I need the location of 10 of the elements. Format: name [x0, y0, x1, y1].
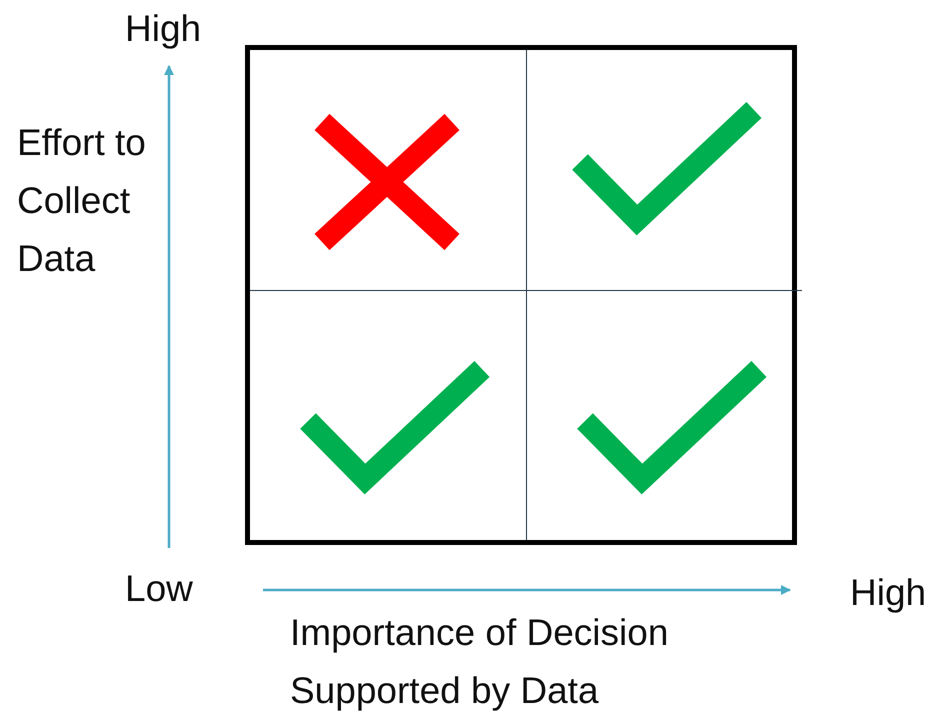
cross-icon: [312, 112, 462, 252]
axis-end-label: High: [125, 7, 202, 51]
x-axis-title: Importance of Decision Supported by Data: [290, 611, 670, 711]
axis-end-label: High: [850, 571, 926, 615]
matrix-cell: [526, 290, 802, 540]
y-axis-title: Effort to Collect Data: [17, 121, 147, 281]
axis-end-label: Low: [125, 567, 193, 611]
check-icon: [572, 102, 762, 237]
check-icon: [300, 361, 490, 496]
check-icon: [577, 361, 767, 496]
